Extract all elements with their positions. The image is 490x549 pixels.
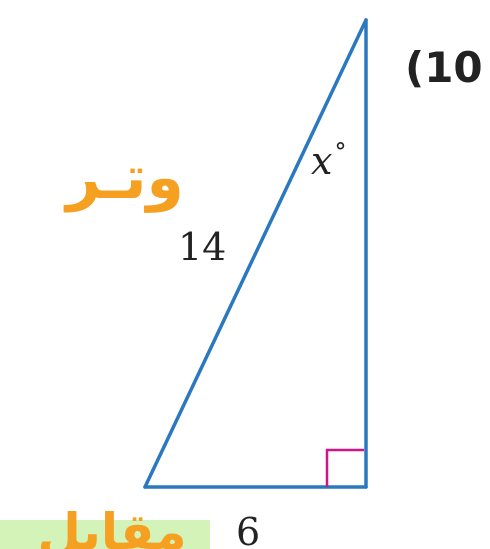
handwritten-hypotenuse-note: وتـر [63,143,184,213]
base-length-label: 6 [236,510,260,549]
angle-degree-symbol: ° [334,138,346,166]
angle-label: x° [311,138,346,183]
highlighter-mark [0,520,210,549]
hypotenuse-side [143,18,368,489]
right-angle-marker [325,448,364,487]
angle-variable: x [311,139,332,183]
handwritten-opposite-note: مقابل [37,503,186,549]
problem-number: (10 [405,43,483,92]
hypotenuse-length-label: 14 [178,225,226,269]
